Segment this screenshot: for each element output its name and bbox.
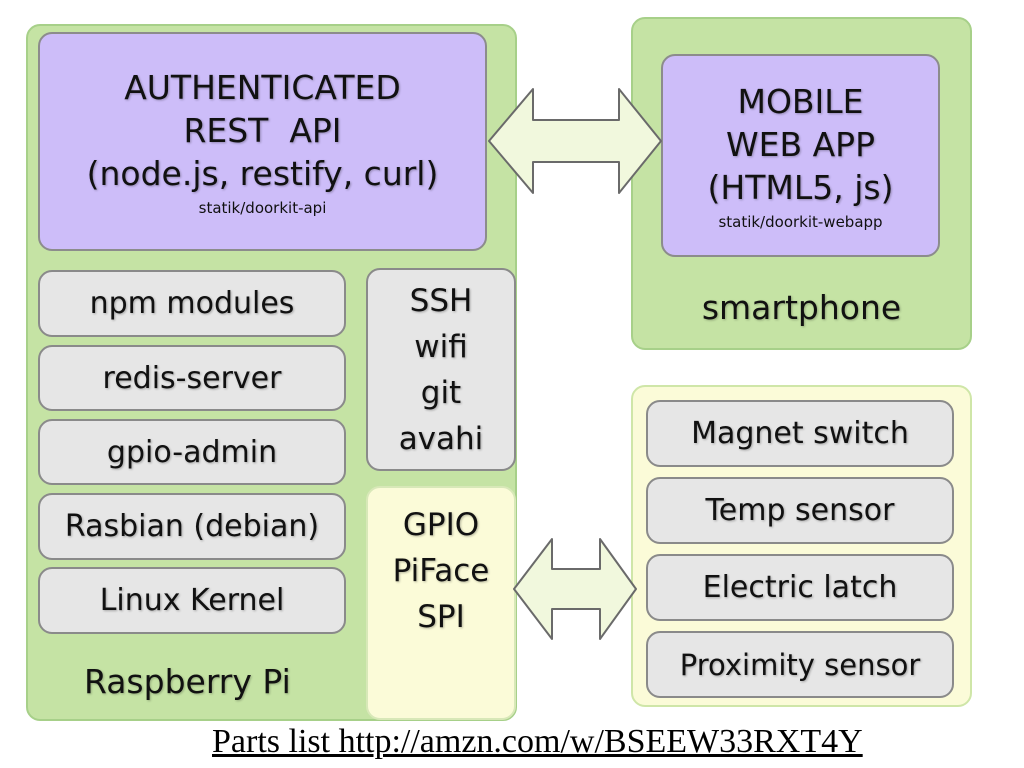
rest-api-repo: statik/doorkit-api	[198, 198, 327, 217]
web-app-title-line-1: MOBILE	[737, 81, 864, 121]
stack-item-label: redis-server	[102, 360, 282, 396]
web-app-repo: statik/doorkit-webapp	[718, 212, 883, 231]
stack-item-label: gpio-admin	[106, 434, 278, 470]
web-app-title-line-2: WEB APP	[726, 124, 875, 164]
web-app-tech: (HTML5, js)	[707, 167, 894, 207]
service-wifi: wifi	[414, 328, 468, 365]
rest-api-title-line-1: AUTHENTICATED	[124, 67, 401, 107]
services-box: SSH wifi git avahi	[366, 268, 516, 471]
smartphone-label: smartphone	[701, 288, 902, 327]
stack-item-linux-kernel: Linux Kernel	[38, 567, 346, 634]
hardware-item-electric-latch: Electric latch	[646, 554, 954, 621]
hardware-item-temp-sensor: Temp sensor	[646, 477, 954, 544]
stack-item-label: npm modules	[89, 286, 295, 321]
piface-label: PiFace	[392, 553, 490, 589]
stack-item-rasbian: Rasbian (debian)	[38, 493, 346, 560]
stack-item-npm-modules: npm modules	[38, 270, 346, 337]
hardware-item-label: Proximity sensor	[679, 647, 921, 682]
stack-item-gpio-admin: gpio-admin	[38, 419, 346, 485]
api-webapp-double-arrow	[488, 88, 662, 194]
service-git: git	[420, 374, 462, 411]
gpio-label: GPIO	[402, 507, 480, 543]
stack-item-label: Linux Kernel	[99, 583, 285, 618]
hardware-item-label: Electric latch	[702, 570, 898, 605]
rest-api-box: AUTHENTICATED REST API (node.js, restify…	[38, 32, 487, 251]
service-ssh: SSH	[409, 282, 473, 319]
gpio-hardware-double-arrow	[513, 538, 637, 640]
stack-item-redis-server: redis-server	[38, 345, 346, 411]
hardware-item-label: Temp sensor	[705, 493, 895, 528]
rest-api-tech: (node.js, restify, curl)	[86, 153, 439, 193]
parts-list-link[interactable]: Parts list http://amzn.com/w/BSEEW33RXT4…	[212, 723, 863, 760]
stack-item-label: Rasbian (debian)	[64, 509, 320, 544]
rest-api-title-line-2: REST API	[183, 110, 342, 150]
hardware-item-label: Magnet switch	[691, 416, 909, 451]
hardware-item-proximity-sensor: Proximity sensor	[646, 631, 954, 698]
spi-label: SPI	[417, 599, 465, 635]
hardware-item-magnet-switch: Magnet switch	[646, 400, 954, 467]
raspberry-pi-label: Raspberry Pi	[84, 662, 291, 701]
service-avahi: avahi	[398, 420, 484, 457]
mobile-web-app-box: MOBILE WEB APP (HTML5, js) statik/doorki…	[661, 54, 940, 257]
gpio-box: GPIO PiFace SPI	[366, 486, 516, 720]
